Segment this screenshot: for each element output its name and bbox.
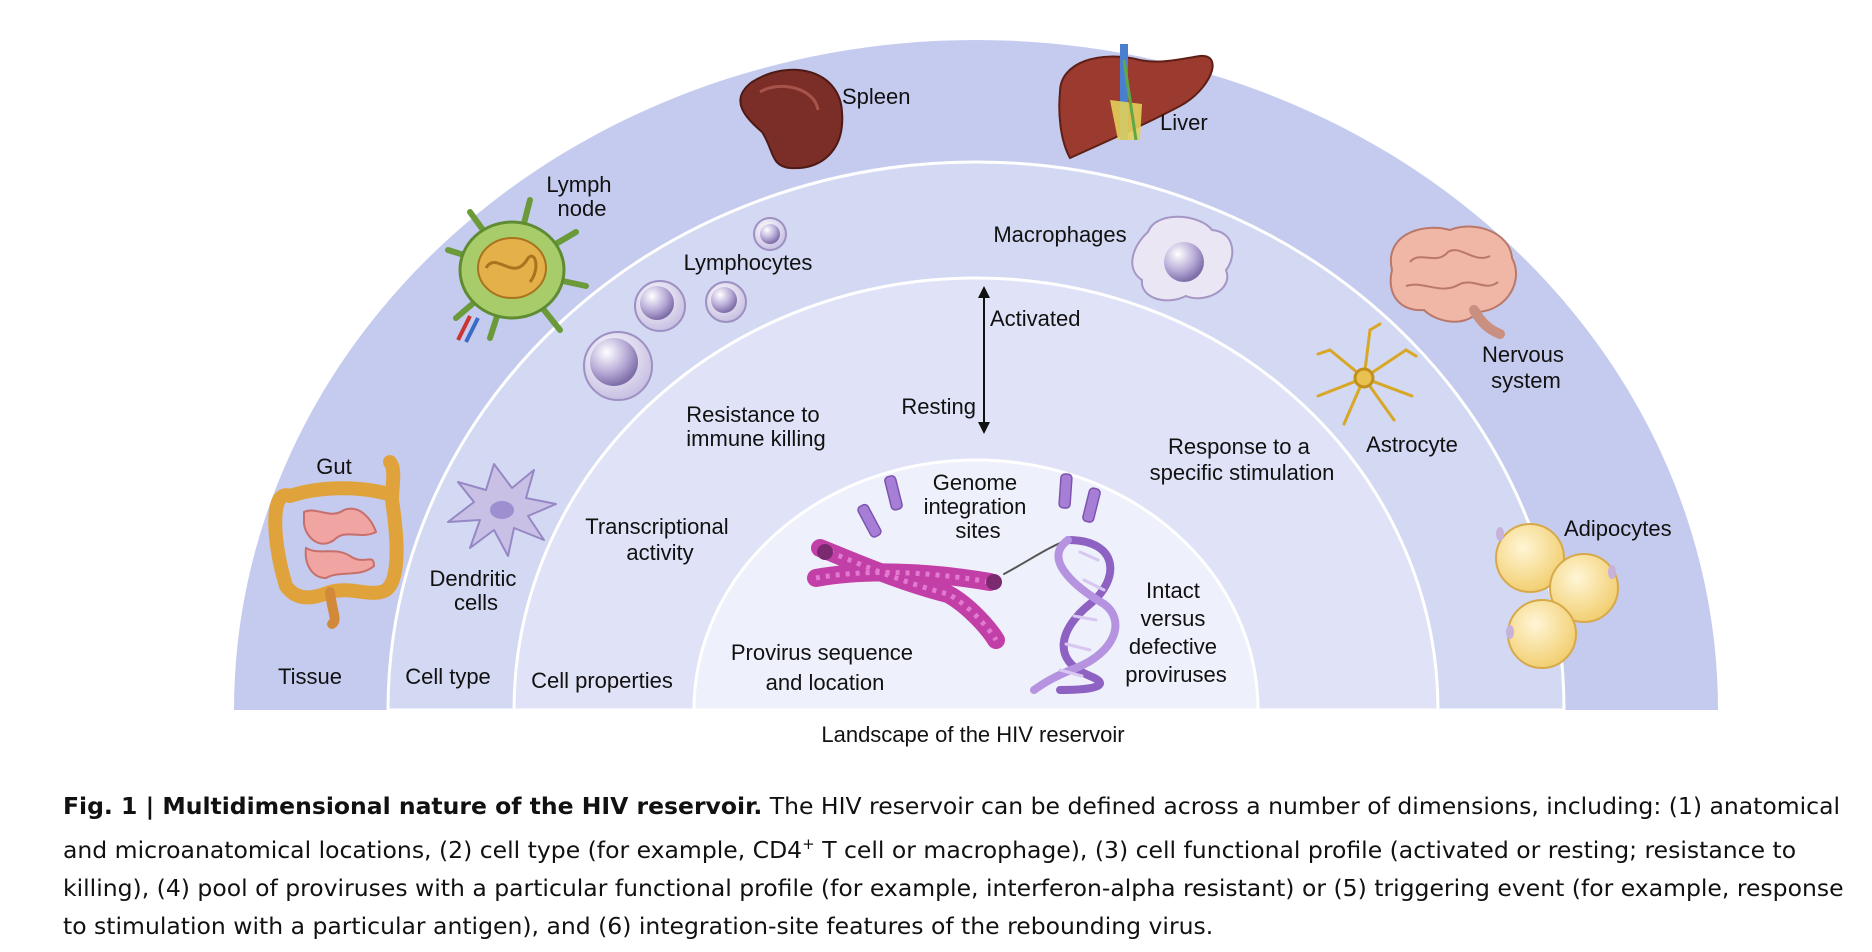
lymphocytes-icon — [583, 217, 787, 401]
adipocytes-icon — [1495, 523, 1619, 669]
label-lymphocytes: Lymphocytes — [684, 250, 813, 275]
label-response: Response to a specific stimulation — [1150, 434, 1335, 485]
landscape-title: Landscape of the HIV reservoir — [821, 722, 1124, 747]
dna-helix-icon — [1003, 536, 1120, 694]
label-activated: Activated — [990, 306, 1081, 331]
intact-line-1: Intact — [1146, 578, 1200, 603]
brain-icon — [1389, 225, 1517, 339]
macrophage-icon — [1131, 215, 1234, 302]
ring-label-cell-properties: Cell properties — [531, 668, 673, 693]
caption-title: Fig. 1 | Multidimensional nature of the … — [63, 792, 763, 820]
lymph-node-icon — [445, 197, 589, 343]
label-lymph-node: Lymph node — [546, 172, 617, 221]
label-dendritic-cells: Dendritic cells — [430, 566, 523, 615]
lymph-line-2: node — [558, 196, 607, 221]
label-macrophages: Macrophages — [993, 222, 1126, 247]
caption-body-1: The HIV reservoir can be defined across … — [63, 792, 1841, 864]
nervous-line-1: Nervous — [1482, 342, 1564, 367]
astrocyte-icon — [1316, 322, 1418, 426]
dendritic-line-1: Dendritic — [430, 566, 517, 591]
chromosome-icon — [807, 539, 1005, 649]
liver-icon — [1058, 44, 1214, 160]
ring-label-tissue: Tissue — [278, 664, 342, 689]
resistance-line-1: Resistance to — [686, 402, 819, 427]
label-resting: Resting — [901, 394, 976, 419]
genome-line-1: Genome — [933, 470, 1017, 495]
dendritic-line-2: cells — [454, 590, 498, 615]
provirus-line-2: and location — [766, 670, 885, 695]
transcriptional-line-2: activity — [626, 540, 693, 565]
intact-line-3: defective — [1129, 634, 1217, 659]
dendritic-cell-icon — [447, 463, 557, 557]
genome-line-2: integration — [924, 494, 1027, 519]
nervous-line-2: system — [1491, 368, 1561, 393]
caption-superscript: + — [802, 835, 815, 853]
intact-line-2: versus — [1141, 606, 1206, 631]
figure-caption: Fig. 1 | Multidimensional nature of the … — [63, 787, 1853, 945]
transcriptional-line-1: Transcriptional — [585, 514, 728, 539]
label-adipocytes: Adipocytes — [1564, 516, 1672, 541]
ring-label-provirus: Provirus sequence and location — [731, 640, 919, 695]
label-spleen: Spleen — [842, 84, 911, 109]
label-gut: Gut — [316, 454, 351, 479]
label-transcriptional: Transcriptional activity — [585, 514, 735, 565]
gut-icon — [268, 455, 404, 629]
label-intact-defective: Intact versus defective proviruses — [1125, 578, 1226, 687]
label-genome-integration: Genome integration sites — [924, 470, 1033, 543]
activated-resting-arrow — [978, 286, 990, 434]
intact-line-4: proviruses — [1125, 662, 1226, 687]
genome-line-3: sites — [955, 518, 1000, 543]
response-line-1: Response to a — [1168, 434, 1311, 459]
resistance-line-2: immune killing — [686, 426, 825, 451]
label-resistance: Resistance to immune killing — [686, 402, 825, 451]
provirus-line-1: Provirus sequence — [731, 640, 913, 665]
integration-segments-icon — [857, 473, 1101, 538]
response-line-2: specific stimulation — [1150, 460, 1335, 485]
hiv-reservoir-diagram: Tissue Cell type Cell properties Proviru… — [234, 40, 1718, 747]
spleen-icon — [739, 68, 844, 170]
label-nervous-system: Nervous system — [1482, 342, 1570, 393]
label-astrocyte: Astrocyte — [1366, 432, 1458, 457]
caption-body-2: T cell or macrophage), (3) cell function… — [63, 835, 1844, 940]
ring-label-cell-type: Cell type — [405, 664, 491, 689]
lymph-line-1: Lymph — [546, 172, 611, 197]
label-liver: Liver — [1160, 110, 1208, 135]
